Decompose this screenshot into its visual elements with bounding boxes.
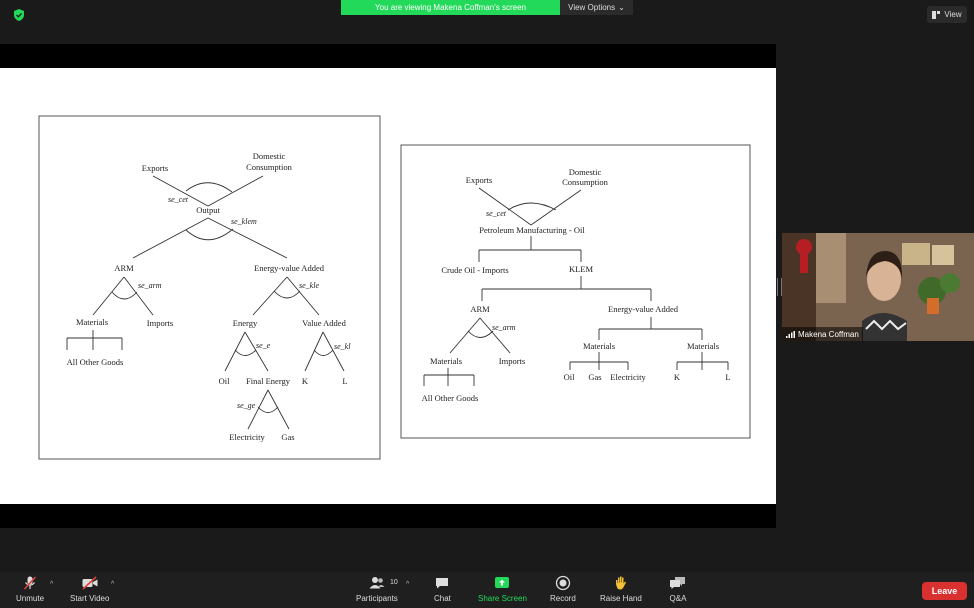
right-all-other-goods-label: All Other Goods [422, 393, 479, 403]
left-l-label: L [342, 376, 347, 386]
right-materials-b-label: Materials [687, 341, 719, 351]
participant-count: 10 [390, 579, 398, 586]
record-label: Record [550, 594, 576, 603]
start-video-button[interactable]: Start Video [70, 575, 109, 603]
chevron-down-icon: ⌄ [618, 3, 625, 12]
left-se-cet-label: se_cet [168, 195, 189, 204]
leave-label: Leave [931, 586, 958, 596]
right-energy-value-added-label: Energy-value Added [608, 304, 679, 314]
left-domestic-label-2: Consumption [246, 162, 293, 172]
left-imports-label: Imports [147, 318, 173, 328]
participant-name: Makena Coffman [798, 329, 859, 339]
left-se-klem-label: se_klem [231, 217, 257, 226]
video-options-chevron-icon[interactable]: ^ [111, 581, 115, 588]
right-electricity-label: Electricity [610, 372, 646, 382]
shared-slide [0, 68, 776, 504]
left-energy-value-added-label: Energy-value Added [254, 263, 325, 273]
right-arm-label: ARM [470, 304, 490, 314]
share-screen-label: Share Screen [478, 594, 527, 603]
left-value-added-label: Value Added [302, 318, 346, 328]
left-tree-frame [38, 115, 381, 460]
meeting-toolbar [0, 572, 974, 608]
right-klem-label: KLEM [569, 264, 594, 274]
left-se-arm-label: se_arm [138, 281, 162, 290]
right-crude-oil-label: Crude Oil - Imports [441, 265, 508, 275]
unmute-button[interactable]: Unmute [16, 575, 44, 603]
raise-hand-icon [615, 576, 626, 590]
participants-icon [369, 577, 385, 589]
panel-resize-handle[interactable] [777, 278, 782, 296]
right-oil-label: Oil [564, 372, 576, 382]
participant-video-feed [782, 233, 974, 341]
chat-button[interactable]: Chat [434, 575, 451, 603]
left-energy-label: Energy [233, 318, 258, 328]
share-screen-button[interactable]: Share Screen [478, 575, 527, 603]
nesting-structure-diagram: Exports Domestic Consumption se_cet Outp… [38, 115, 751, 460]
viewing-screen-banner: You are viewing Makena Coffman's screen [341, 0, 560, 15]
right-k-label: K [674, 372, 681, 382]
left-se-kl-label: se_kl [334, 342, 351, 351]
qa-button[interactable]: Q&A [669, 575, 687, 603]
view-options-label: View Options [568, 3, 616, 12]
left-final-energy-label: Final Energy [246, 376, 291, 386]
banner-text: You are viewing Makena Coffman's screen [375, 3, 526, 12]
left-domestic-label-1: Domestic [253, 151, 286, 161]
left-arm-label: ARM [114, 263, 134, 273]
security-shield-icon[interactable] [12, 8, 26, 22]
right-materials-a-label: Materials [583, 341, 615, 351]
right-petroleum-label: Petroleum Manufacturing - Oil [479, 225, 585, 235]
record-button[interactable]: Record [550, 575, 576, 603]
right-se-arm-label: se_arm [492, 323, 516, 332]
left-all-other-goods-label: All Other Goods [67, 357, 124, 367]
qa-label: Q&A [669, 594, 687, 603]
shared-screen-bottom-border [0, 504, 776, 528]
view-options-button[interactable]: View Options ⌄ [560, 0, 633, 15]
unmute-label: Unmute [16, 594, 45, 603]
left-k-label: K [302, 376, 309, 386]
right-tree-frame [400, 144, 751, 439]
participants-label: Participants [356, 594, 398, 603]
audio-options-chevron-icon[interactable]: ^ [50, 581, 54, 588]
right-domestic-label-1: Domestic [569, 167, 602, 177]
participants-button[interactable]: Participants [356, 575, 398, 603]
raise-hand-button[interactable]: Raise Hand [600, 575, 642, 603]
shared-screen-top-border [0, 44, 776, 68]
start-video-label: Start Video [70, 594, 110, 603]
right-l-label: L [725, 372, 730, 382]
raise-hand-label: Raise Hand [600, 594, 642, 603]
participant-name-tag: Makena Coffman [782, 327, 863, 341]
leave-button[interactable]: Leave [922, 582, 967, 600]
left-output-label: Output [196, 205, 220, 215]
view-layout-icon [932, 10, 941, 19]
video-off-icon [82, 576, 98, 590]
right-materials-label: Materials [430, 356, 462, 366]
left-gas-label: Gas [281, 432, 294, 442]
left-oil-label: Oil [219, 376, 231, 386]
view-label: View [944, 10, 962, 19]
view-button[interactable]: View [927, 6, 967, 23]
left-materials-label: Materials [76, 317, 108, 327]
share-screen-icon [495, 577, 510, 588]
signal-bars-icon [786, 330, 795, 338]
chat-bubble-icon [436, 578, 449, 589]
right-gas-label: Gas [588, 372, 601, 382]
right-domestic-label-2: Consumption [562, 177, 609, 187]
right-exports-label: Exports [466, 175, 492, 185]
left-se-ge-label: se_ge [237, 401, 256, 410]
muted-microphone-icon [23, 576, 37, 590]
right-se-cet-label: se_cet [486, 209, 507, 218]
qa-bubbles-icon [670, 577, 685, 589]
participants-options-chevron-icon[interactable]: ^ [406, 581, 410, 588]
left-se-e-label: se_e [256, 341, 271, 350]
left-se-kle-label: se_kle [299, 281, 319, 290]
record-icon [555, 575, 571, 591]
left-exports-label: Exports [142, 163, 168, 173]
participant-video-tile[interactable]: Makena Coffman [782, 233, 974, 341]
left-electricity-label: Electricity [229, 432, 265, 442]
right-imports-label: Imports [499, 356, 525, 366]
chat-label: Chat [434, 594, 451, 603]
